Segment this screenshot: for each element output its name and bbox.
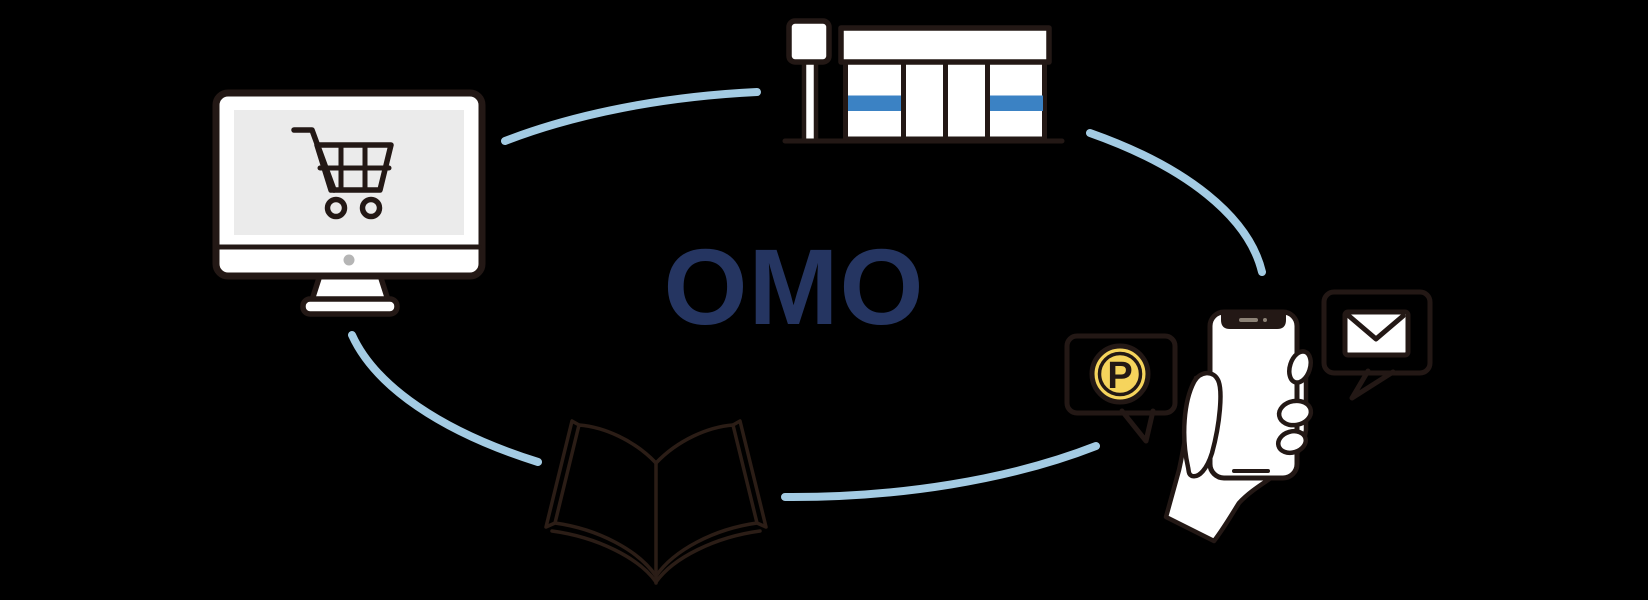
arc-top bbox=[501, 88, 761, 145]
book-right-cover bbox=[731, 419, 768, 529]
coin-letter: P bbox=[1107, 355, 1132, 397]
hand-smartphone-icon bbox=[1163, 309, 1314, 544]
store-window-stripe bbox=[848, 95, 902, 111]
book-left-cover bbox=[544, 419, 581, 529]
arc-bottom bbox=[781, 442, 1100, 502]
phone-camera-dot bbox=[1263, 318, 1267, 322]
monitor-stand-base bbox=[300, 296, 400, 317]
monitor-chin-dot bbox=[343, 254, 355, 266]
phone-speaker bbox=[1239, 318, 1258, 322]
arc-left bbox=[348, 331, 542, 466]
book-right-page bbox=[654, 423, 759, 578]
hand-thumb bbox=[1181, 370, 1223, 479]
point-bubble-tail bbox=[1119, 408, 1156, 444]
arc-right bbox=[1086, 129, 1266, 276]
convenience-store-icon bbox=[782, 18, 1065, 144]
monitor-screen bbox=[234, 110, 464, 235]
hand-finger bbox=[1287, 349, 1313, 385]
mail-bubble bbox=[1321, 289, 1433, 401]
cycle-arcs bbox=[348, 88, 1266, 502]
envelope-flap bbox=[1346, 313, 1406, 342]
store-window-stripe bbox=[989, 95, 1043, 111]
point-bubble: P bbox=[1064, 333, 1178, 444]
open-book-icon bbox=[544, 419, 768, 585]
hand-finger bbox=[1275, 428, 1309, 456]
hand-finger bbox=[1276, 398, 1314, 428]
center-title: OMO bbox=[663, 226, 925, 347]
book-page-edge bbox=[550, 529, 658, 584]
store-sign-pole bbox=[801, 57, 819, 144]
point-coin-icon: P bbox=[1089, 343, 1151, 405]
cart-wheel bbox=[359, 196, 383, 220]
coin-inner-ring bbox=[1097, 351, 1143, 397]
desktop-monitor-cart-icon bbox=[212, 89, 486, 317]
book-left-page bbox=[553, 423, 658, 578]
shopping-cart-icon bbox=[291, 127, 394, 220]
mail-bubble-tail bbox=[1349, 368, 1396, 401]
mail-envelope-icon bbox=[1342, 309, 1411, 358]
mail-bubble-frame bbox=[1321, 289, 1433, 376]
store-sign bbox=[786, 18, 832, 65]
cart-wheel bbox=[324, 196, 348, 220]
store-signboard bbox=[838, 25, 1052, 65]
book-page-edge bbox=[654, 529, 762, 584]
